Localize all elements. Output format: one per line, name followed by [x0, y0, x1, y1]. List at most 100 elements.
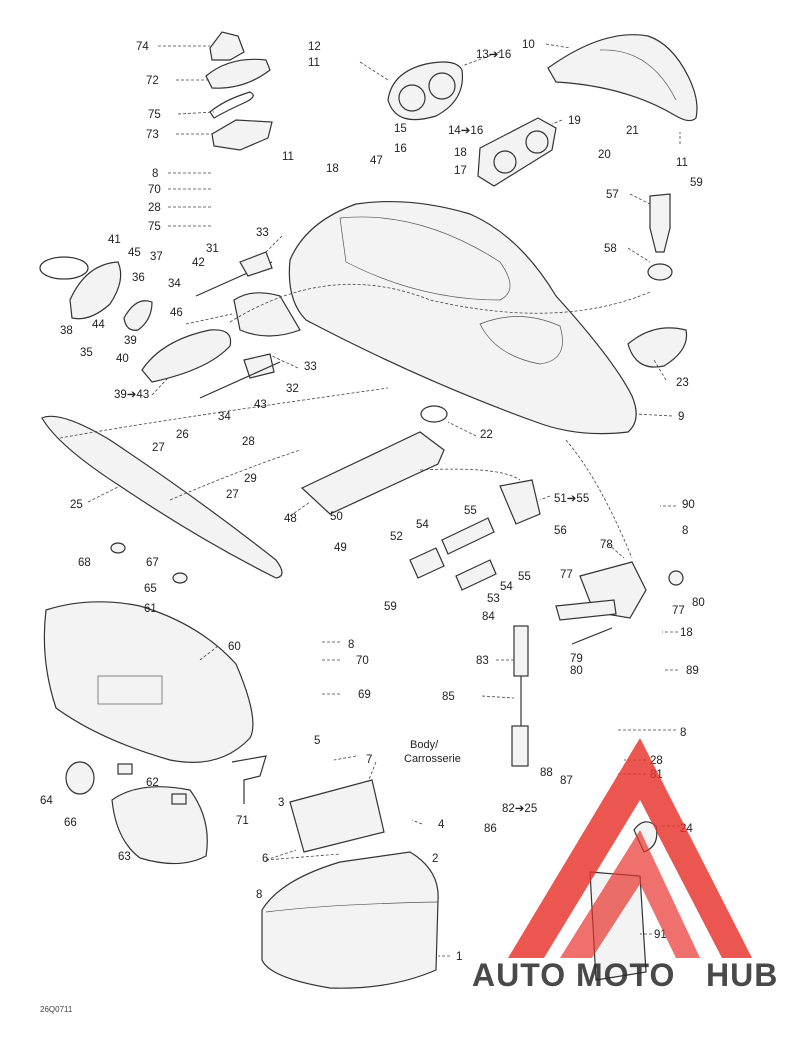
callout-number: 23: [676, 377, 689, 389]
callout-number: 16: [394, 143, 407, 155]
callout-number: 47: [370, 155, 383, 167]
part-rail-25: [41, 415, 283, 579]
part-windshield-10: [547, 34, 698, 122]
callout-number: 64: [40, 795, 53, 807]
callout-number: 50: [330, 511, 343, 523]
callout-number: 17: [454, 165, 467, 177]
part-clip-62: [117, 763, 133, 775]
part-cap-64: [65, 761, 95, 795]
callout-number: 18: [454, 147, 467, 159]
callout-number: 54: [500, 581, 513, 593]
part-vent-base-72: [205, 58, 271, 89]
bin-rim: [265, 901, 439, 913]
part-bracket-19: [477, 117, 557, 187]
callout-number: 80: [692, 597, 705, 609]
callout-number: 5: [314, 735, 320, 747]
part-clip-62b: [171, 793, 187, 805]
callout-number: 89: [686, 665, 699, 677]
callout-number: 8: [348, 639, 354, 651]
callout-number: 88: [540, 767, 553, 779]
callout-number: 80: [570, 665, 583, 677]
bracket-hole-1: [493, 150, 517, 174]
callout-number: 8: [682, 525, 688, 537]
callout-number: 34: [218, 411, 231, 423]
callout-number: 33: [304, 361, 317, 373]
callout-number: 34: [168, 278, 181, 290]
part-cap-67: [110, 542, 126, 554]
callout-number: 28: [148, 202, 161, 214]
callout-number: 6: [262, 853, 268, 865]
callout-number: 31: [206, 243, 219, 255]
part-bracket-31: [239, 251, 273, 277]
part-boot-58: [647, 263, 673, 281]
callout-number: 72: [146, 75, 159, 87]
watermark-text-hub: HUB: [706, 957, 778, 993]
part-cover-37: [69, 261, 122, 320]
part-connector-54: [441, 517, 495, 555]
callout-number: 26: [176, 429, 189, 441]
callout-number: 55: [464, 505, 477, 517]
callout-number: 33: [256, 227, 269, 239]
callout-number: 58: [604, 243, 617, 255]
windshield-edge: [599, 49, 677, 101]
callout-number: 74: [136, 41, 149, 53]
callout-number: 55: [518, 571, 531, 583]
part-bin-1: [261, 851, 439, 989]
callout-number: 39➔43: [114, 389, 149, 401]
callout-number: 9: [678, 411, 684, 423]
callout-number: 75: [148, 221, 161, 233]
callout-number: 37: [150, 251, 163, 263]
callout-number: 39: [124, 335, 137, 347]
callout-number: 7: [366, 754, 372, 766]
callout-number: 8: [152, 168, 158, 180]
part-gasket-75: [209, 91, 254, 119]
callout-number: 57: [606, 189, 619, 201]
callout-number: 14➔16: [448, 125, 483, 137]
callout-number: 75: [148, 109, 161, 121]
callout-number: 25: [70, 499, 83, 511]
callout-number: 8: [256, 889, 262, 901]
body-label-line2: Carrosserie: [404, 753, 461, 765]
part-hood-9: [288, 200, 637, 435]
callout-number: 2: [432, 853, 438, 865]
callout-number: 8: [680, 727, 686, 739]
callout-number: 73: [146, 129, 159, 141]
watermark-logo-inner: [560, 830, 700, 958]
callout-number: 28: [242, 436, 255, 448]
part-tray-48: [300, 431, 445, 515]
document-code: 26Q0711: [40, 1005, 73, 1014]
watermark: AUTO MOTO HUB: [472, 738, 778, 993]
callout-number: 77: [560, 569, 573, 581]
gauge-left: [398, 84, 426, 112]
part-rod-43: [199, 361, 281, 399]
gauge-right: [428, 72, 456, 100]
watermark-text-auto: AUTO: [472, 957, 566, 993]
callout-number: 90: [682, 499, 695, 511]
callout-number: 79: [570, 653, 583, 665]
callout-number: 10: [522, 39, 535, 51]
callout-number: 29: [244, 473, 257, 485]
callout-number: 11: [676, 157, 688, 169]
callout-number: 49: [334, 542, 347, 554]
part-connector-52: [409, 547, 445, 579]
part-connector-53: [455, 559, 497, 591]
callout-number: 27: [226, 489, 239, 501]
callout-number: 78: [600, 539, 613, 551]
callout-number: 44: [92, 319, 105, 331]
part-shock-82: [511, 725, 529, 767]
callout-number: 40: [116, 353, 129, 365]
callout-number: 12: [308, 41, 321, 53]
part-vent-23: [627, 327, 688, 368]
callout-number: 4: [438, 819, 445, 831]
callout-number: 71: [236, 815, 249, 827]
part-panel-39: [141, 329, 232, 383]
callout-number: 21: [626, 125, 639, 137]
callout-number: 18: [680, 627, 693, 639]
leader-lines: [59, 43, 681, 957]
part-lens-41: [39, 256, 89, 280]
callout-number: 42: [192, 257, 205, 269]
callout-number: 61: [144, 603, 157, 615]
part-arm-77: [555, 599, 617, 621]
part-ebox-51: [499, 479, 541, 525]
